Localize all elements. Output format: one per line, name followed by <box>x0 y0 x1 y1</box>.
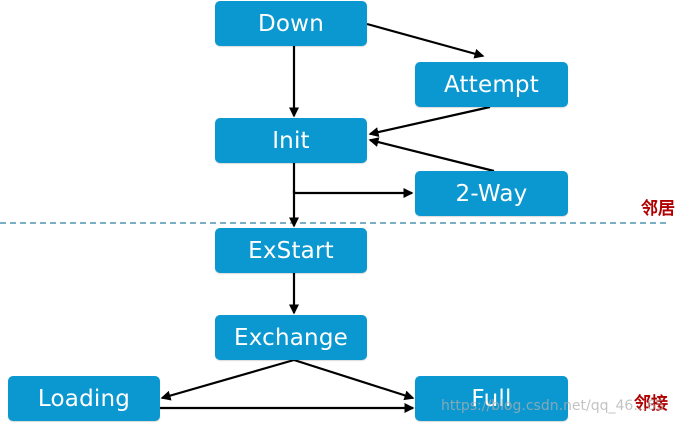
state-init-label: Init <box>272 127 310 154</box>
watermark-url: https://blog.csdn.net/qq_46...65 <box>441 398 665 414</box>
state-full-label: Full <box>471 385 512 412</box>
state-down-label: Down <box>258 10 324 37</box>
arrow-exchange-to-full <box>293 358 415 401</box>
arrow-exchange-to-loading <box>160 358 295 401</box>
arrow-down-to-attempt <box>366 22 485 59</box>
arrow-twoway-to-init <box>368 137 495 173</box>
state-exchange: Exchange <box>215 315 367 360</box>
state-two-way: 2-Way <box>415 171 568 216</box>
state-loading: Loading <box>8 376 160 421</box>
arrow-init-to-twoway <box>292 163 414 198</box>
state-init: Init <box>215 118 367 163</box>
state-loading-label: Loading <box>37 385 131 412</box>
state-attempt-label: Attempt <box>444 71 539 98</box>
state-full: Full <box>415 376 568 421</box>
state-exstart-label: ExStart <box>248 237 334 264</box>
state-attempt: Attempt <box>415 62 568 107</box>
arrow-attempt-to-init <box>368 105 491 138</box>
state-exchange-label: Exchange <box>234 324 348 351</box>
state-down: Down <box>215 1 367 46</box>
zone-label-neighbor: 邻居 <box>641 199 675 219</box>
state-exstart: ExStart <box>215 228 367 273</box>
state-two-way-label: 2-Way <box>455 180 528 207</box>
zone-label-adjacency: 邻接 <box>634 394 668 414</box>
